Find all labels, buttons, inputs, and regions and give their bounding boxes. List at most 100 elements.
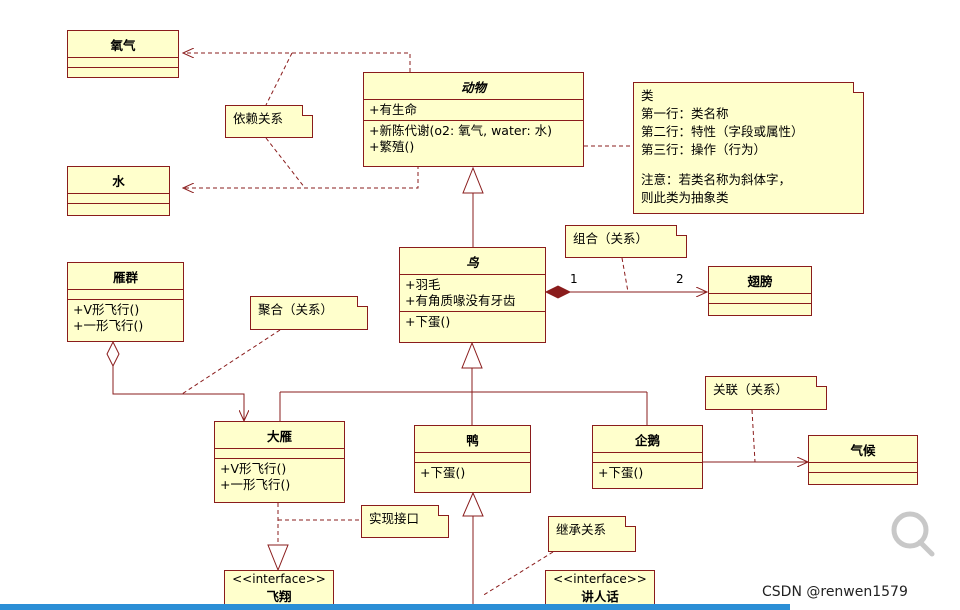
note-association-text: 关联（关系） — [713, 382, 789, 397]
note-legend-line: 注意：若类名称为斜体字， — [641, 172, 792, 187]
class-water-name: 水 — [68, 167, 169, 194]
class-animal-operation: +新陈代谢(o2: 氧气, water: 水) — [369, 123, 553, 138]
note-composition: 组合（关系） — [565, 225, 687, 258]
class-bird-attributes: +羽毛 +有角质喙没有牙齿 — [400, 275, 545, 312]
note-link-dependency-top — [265, 52, 293, 106]
dependency-animal-oxygen — [183, 53, 411, 72]
class-oxygen-operations — [68, 68, 178, 77]
class-penguin-operations: +下蛋() — [593, 463, 702, 483]
realization-arrowhead — [267, 544, 289, 572]
note-legend: 类 第一行：类名称 第二行：特性（字段或属性） 第三行：操作（行为） 注意：若类… — [633, 82, 864, 214]
class-animal-operation: +繁殖() — [369, 139, 415, 154]
class-duck-name: 鸭 — [415, 426, 530, 453]
generalization-arrowhead-duck — [462, 491, 484, 517]
class-flock-attributes — [68, 290, 183, 300]
class-bird[interactable]: 鸟 +羽毛 +有角质喙没有牙齿 +下蛋() — [399, 247, 546, 343]
bottom-scrollbar[interactable] — [0, 604, 790, 610]
class-goose-operation: +V形飞行() — [220, 461, 287, 476]
class-bird-attribute: +有角质喙没有牙齿 — [405, 293, 516, 308]
note-link-inheritance — [481, 551, 554, 597]
watermark-logo-icon — [891, 511, 935, 557]
class-penguin-name: 企鹅 — [593, 426, 702, 453]
multiplicity-wing: 2 — [676, 272, 684, 286]
watermark-text: CSDN @renwen1579 — [762, 584, 908, 600]
class-animal-operations: +新陈代谢(o2: 氧气, water: 水) +繁殖() — [364, 121, 583, 157]
class-bird-operation: +下蛋() — [405, 314, 451, 329]
interface-speak[interactable]: <<interface>> 讲人话 — [545, 570, 655, 610]
note-aggregation: 聚合（关系） — [250, 296, 368, 330]
class-goose-name: 大雁 — [215, 422, 344, 449]
note-inheritance: 继承关系 — [548, 516, 636, 552]
class-penguin[interactable]: 企鹅 +下蛋() — [592, 425, 703, 489]
note-link-association — [751, 409, 756, 463]
interface-speak-name: 讲人话 — [581, 589, 619, 604]
class-penguin-attributes — [593, 453, 702, 463]
class-animal-attributes: +有生命 — [364, 100, 583, 121]
class-duck[interactable]: 鸭 +下蛋() — [414, 425, 531, 493]
note-legend-line: 第三行：操作（行为） — [641, 142, 767, 157]
note-legend-line — [641, 159, 856, 171]
class-wing-operations — [709, 304, 811, 313]
class-animal-attribute: +有生命 — [369, 102, 417, 117]
class-penguin-operation: +下蛋() — [598, 465, 644, 480]
class-goose-operations: +V形飞行() +一形飞行() — [215, 459, 344, 495]
note-inheritance-text: 继承关系 — [556, 522, 607, 537]
class-water[interactable]: 水 — [67, 166, 170, 216]
multiplicity-bird: 1 — [570, 272, 578, 286]
note-dependency-text: 依赖关系 — [233, 111, 284, 126]
class-flock[interactable]: 雁群 +V形飞行() +一形飞行() — [67, 262, 184, 342]
class-flock-operation: +V形飞行() — [73, 302, 140, 317]
aggregation-flock-goose — [112, 366, 244, 421]
class-climate-attributes — [809, 463, 917, 473]
class-bird-operations: +下蛋() — [400, 312, 545, 332]
class-flock-operation: +一形飞行() — [73, 318, 144, 333]
class-animal-name: 动物 — [364, 73, 583, 100]
interface-fly[interactable]: <<interface>> 飞翔 — [224, 570, 334, 610]
note-link-composition — [621, 257, 629, 293]
note-legend-line: 类 — [641, 88, 654, 103]
dependency-animal-water — [183, 165, 419, 188]
class-oxygen-name: 氧气 — [68, 31, 178, 58]
interface-fly-stereotype: <<interface>> — [232, 572, 326, 586]
class-bird-attribute: +羽毛 — [405, 277, 441, 292]
note-composition-text: 组合（关系） — [573, 231, 649, 246]
class-bird-name: 鸟 — [400, 248, 545, 275]
class-water-attributes — [68, 194, 169, 204]
class-flock-operations: +V形飞行() +一形飞行() — [68, 300, 183, 336]
note-aggregation-text: 聚合（关系） — [258, 302, 334, 317]
class-duck-operations: +下蛋() — [415, 463, 530, 483]
class-climate[interactable]: 气候 — [808, 435, 918, 485]
note-realization-text: 实现接口 — [369, 511, 420, 526]
note-association: 关联（关系） — [705, 376, 827, 410]
note-realization: 实现接口 — [361, 505, 449, 538]
generalization-arrowhead-bird — [461, 341, 483, 369]
class-goose-operation: +一形飞行() — [220, 477, 291, 492]
class-duck-attributes — [415, 453, 530, 463]
class-animal[interactable]: 动物 +有生命 +新陈代谢(o2: 氧气, water: 水) +繁殖() — [363, 72, 584, 167]
note-legend-line: 第一行：类名称 — [641, 106, 729, 121]
interface-speak-stereotype: <<interface>> — [553, 572, 647, 586]
note-legend-line: 则此类为抽象类 — [641, 190, 729, 205]
class-goose-attributes — [215, 449, 344, 459]
class-wing[interactable]: 翅膀 — [708, 266, 812, 316]
class-oxygen[interactable]: 氧气 — [67, 30, 179, 78]
class-wing-attributes — [709, 294, 811, 304]
class-wing-name: 翅膀 — [709, 267, 811, 294]
class-water-operations — [68, 204, 169, 213]
note-link-aggregation — [181, 329, 281, 395]
aggregation-diamond — [106, 340, 120, 368]
class-flock-name: 雁群 — [68, 263, 183, 290]
class-goose[interactable]: 大雁 +V形飞行() +一形飞行() — [214, 421, 345, 503]
note-legend-line: 第二行：特性（字段或属性） — [641, 124, 804, 139]
note-link-dependency-bottom — [265, 137, 306, 189]
composition-diamond — [544, 285, 572, 299]
class-duck-operation: +下蛋() — [420, 465, 466, 480]
note-dependency: 依赖关系 — [225, 105, 313, 138]
generalization-arrowhead-animal — [462, 166, 484, 194]
class-climate-name: 气候 — [809, 436, 917, 463]
class-oxygen-attributes — [68, 58, 178, 68]
class-climate-operations — [809, 473, 917, 482]
interface-fly-name: 飞翔 — [266, 589, 292, 604]
